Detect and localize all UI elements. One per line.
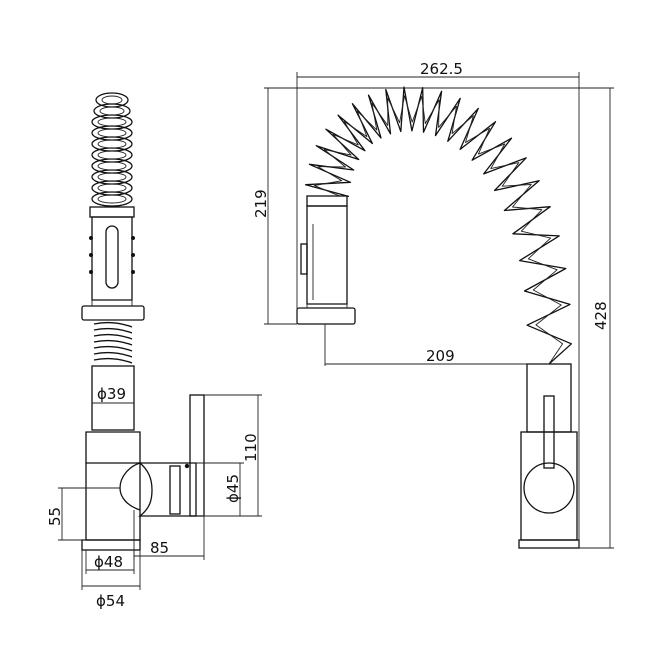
front-dimensions: 262.5 219 428 209 xyxy=(252,60,614,549)
side-head-base-ring xyxy=(81,305,145,321)
lower-spring-coil xyxy=(93,345,133,352)
spring-loop-inner xyxy=(101,95,123,105)
dim-label-39: ϕ39 xyxy=(97,385,126,403)
side-grip-dot xyxy=(131,270,135,274)
lower-spring-coil xyxy=(93,339,133,346)
side-handle-cap xyxy=(169,465,181,515)
front-base-plate xyxy=(518,539,580,549)
side-base-plate xyxy=(81,539,141,551)
arch-coil-outer xyxy=(305,86,573,365)
side-head-collar xyxy=(89,206,135,218)
spring-loop-inner xyxy=(97,139,127,149)
side-body-upper xyxy=(85,431,141,464)
dim-label-428: 428 xyxy=(592,301,610,330)
dim-label-262: 262.5 xyxy=(420,60,463,78)
side-handle-hub xyxy=(138,462,197,517)
side-handle-dot xyxy=(184,463,190,469)
spring-loop-inner xyxy=(97,172,127,182)
side-view xyxy=(81,92,205,551)
side-handle-lever xyxy=(189,394,205,517)
spring-loop-inner xyxy=(99,106,125,116)
front-handle-disc xyxy=(523,462,575,514)
side-grip-dot xyxy=(89,253,93,257)
side-spring-coil xyxy=(91,92,133,207)
side-body-lower xyxy=(85,462,141,541)
side-grip-dot xyxy=(131,253,135,257)
front-spout-tube xyxy=(526,363,572,433)
side-head-button xyxy=(105,225,119,289)
spring-loop-inner xyxy=(97,150,127,160)
lower-spring-coil xyxy=(93,357,133,364)
side-grip-dot xyxy=(89,270,93,274)
side-spout-tube xyxy=(91,365,135,431)
side-grip-dot xyxy=(89,236,93,240)
dim-label-219: 219 xyxy=(252,189,270,218)
side-dimensions: ϕ39 110 ϕ45 55 85 ϕ48 ϕ54 xyxy=(46,385,262,610)
dim-label-45: ϕ45 xyxy=(224,474,242,503)
dim-label-55: 55 xyxy=(46,507,64,526)
arch-coil-inner xyxy=(313,95,564,365)
dim-label-48: ϕ48 xyxy=(94,553,123,571)
arch-spring-coil xyxy=(305,86,573,365)
front-head-base-ring xyxy=(296,307,356,325)
side-grip-dot xyxy=(131,236,135,240)
spring-loop-inner xyxy=(97,161,127,171)
lower-spring-coil xyxy=(93,333,133,340)
dim-label-85: 85 xyxy=(150,539,169,557)
front-head-collar xyxy=(306,195,348,207)
dim-label-209: 209 xyxy=(426,347,455,365)
spring-loop-inner xyxy=(97,128,127,138)
spring-loop xyxy=(91,191,133,207)
spring-loop-inner xyxy=(97,183,127,193)
spring-loop-inner xyxy=(97,117,127,127)
front-head-button xyxy=(300,243,308,275)
front-view xyxy=(296,86,580,549)
lower-spring-coil xyxy=(93,327,133,334)
side-lower-spring xyxy=(93,321,133,364)
spring-loop-inner xyxy=(97,194,127,204)
lower-spring-coil xyxy=(93,351,133,358)
front-body xyxy=(520,431,578,541)
dim-label-54: ϕ54 xyxy=(96,592,125,610)
lower-spring-coil xyxy=(93,321,133,328)
dim-label-110: 110 xyxy=(242,433,260,462)
